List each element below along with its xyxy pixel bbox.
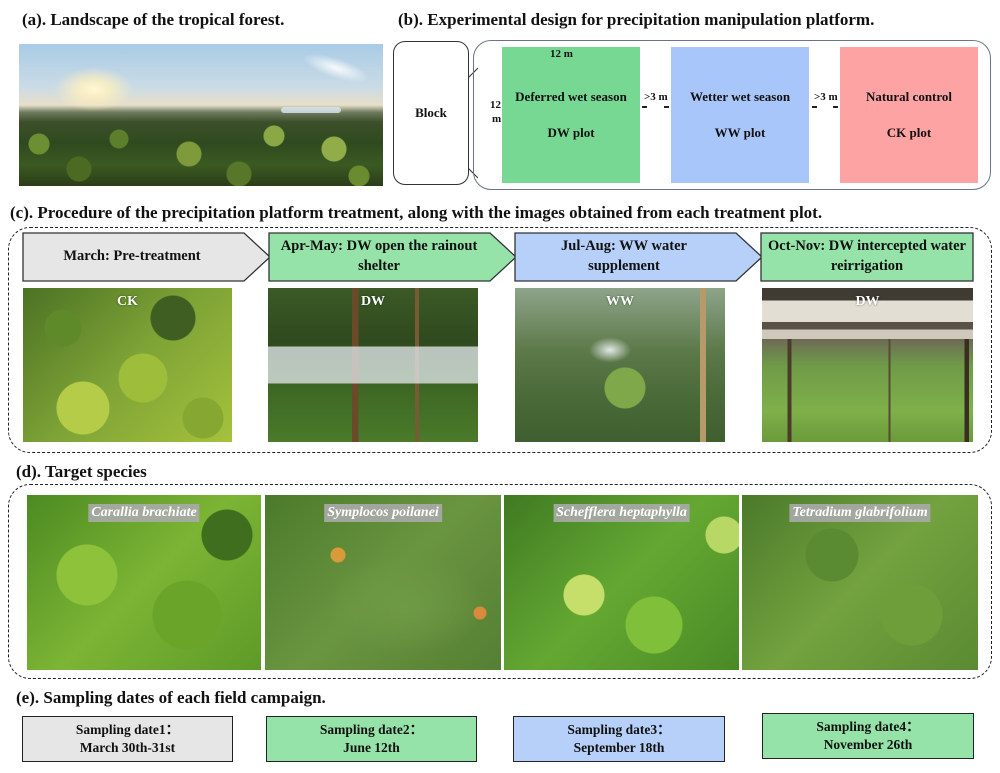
step-jul-aug-label: Jul-Aug: WW water supplement: [561, 238, 687, 274]
panel-c-title: (c). Procedure of the precipitation plat…: [10, 203, 823, 222]
arrow-shape: [22, 232, 271, 282]
species-photo: Symplocos poilanei: [265, 495, 501, 670]
step-apr-may: Apr-May: DW open the rainout shelter: [268, 232, 518, 282]
species-frame: [8, 484, 992, 679]
plot-ww-code: WW plot: [714, 125, 766, 140]
spacing-tick: [642, 106, 647, 108]
sampling-date-label: Sampling date1：: [75, 721, 180, 737]
species-photo: Schefflera heptaphylla: [504, 495, 739, 670]
species-label: Tetradium glabrifolium: [789, 504, 931, 522]
photo-ww-sprinkler: WW: [515, 288, 725, 442]
photo-label: DW: [360, 294, 386, 309]
plot-ww-name: Wetter wet season: [689, 89, 791, 104]
block-label: Block: [415, 105, 447, 120]
plot-ck-name: Natural control: [865, 89, 953, 104]
species-label: Schefflera heptaphylla: [553, 504, 690, 522]
step-oct-nov: Oct-Nov: DW intercepted water reirrigati…: [760, 232, 974, 282]
cloud-shape: [299, 47, 373, 89]
spacing-tick: [833, 106, 838, 108]
sampling-date-label: Sampling date2：: [319, 721, 424, 737]
plot-dw: Deferred wet season DW plot: [502, 47, 640, 183]
sampling-date-value: June 12th: [343, 740, 400, 755]
panel-e-title: (e). Sampling dates of each field campai…: [16, 688, 326, 707]
step-jul-aug: Jul-Aug: WW water supplement: [514, 232, 764, 282]
step-march-label: March: Pre-treatment: [63, 248, 201, 265]
sampling-date-label: Sampling date3：: [567, 721, 671, 737]
canopy-shape: [19, 114, 383, 186]
procedure-frame: [8, 227, 992, 453]
photo-label: WW: [606, 294, 634, 309]
sampling-date-3: Sampling date3： September 18th: [513, 716, 725, 762]
plot-height-label-1: 12: [490, 99, 501, 111]
panel-b-title: (b). Experimental design for precipitati…: [398, 10, 875, 29]
spacing-label-2: >3 m: [814, 91, 838, 103]
sampling-date-value: November 26th: [823, 737, 913, 752]
plot-ck-code: CK plot: [886, 125, 932, 140]
species-label: Symplocos poilanei: [324, 504, 442, 522]
species-photo: Tetradium glabrifolium: [742, 495, 978, 670]
spacing-tick: [812, 106, 817, 108]
species-photo: Carallia brachiate: [27, 495, 261, 670]
plot-ww: Wetter wet season WW plot: [671, 47, 809, 183]
photo-dw-reirrigation: DW: [762, 288, 973, 442]
photo-label: DW: [855, 294, 880, 309]
box-shape: [760, 232, 974, 282]
photo-ck-plot: CK: [23, 288, 232, 442]
sampling-date-2: Sampling date2： June 12th: [266, 716, 477, 762]
species-label: Carallia brachiate: [88, 504, 200, 522]
step-march: March: Pre-treatment: [22, 232, 272, 282]
design-frame: [473, 40, 991, 190]
spacing-tick: [664, 106, 669, 108]
sampling-date-1: Sampling date1： March 30th-31st: [22, 716, 233, 762]
panel-d-title: (d). Target species: [16, 462, 147, 481]
photo-dw-shelter: DW: [268, 288, 478, 442]
sampling-date-value: March 30th-31st: [79, 740, 176, 755]
step-oct-nov-label: Oct-Nov: DW intercepted water reirrigati…: [768, 238, 966, 274]
plot-dw-code: DW plot: [547, 125, 595, 140]
plot-width-label: 12 m: [550, 48, 573, 60]
photo-label: CK: [117, 294, 138, 309]
spacing-label-1: >3 m: [644, 91, 668, 103]
arrow-shape: [514, 232, 763, 282]
sampling-date-value: September 18th: [573, 740, 665, 755]
arrow-shape: [268, 232, 517, 282]
sampling-date-label: Sampling date4：: [816, 718, 920, 734]
block-box: Block: [393, 41, 469, 185]
lake-shape: [281, 107, 341, 113]
step-apr-may-label: Apr-May: DW open the rainout shelter: [280, 238, 478, 274]
plot-height-label-2: m: [492, 113, 502, 125]
landscape-photo: [19, 44, 383, 186]
panel-a-title: (a). Landscape of the tropical forest.: [22, 10, 285, 29]
plot-dw-name: Deferred wet season: [515, 89, 627, 104]
sampling-date-4: Sampling date4： November 26th: [762, 713, 974, 759]
plot-ck: Natural control CK plot: [840, 47, 978, 183]
